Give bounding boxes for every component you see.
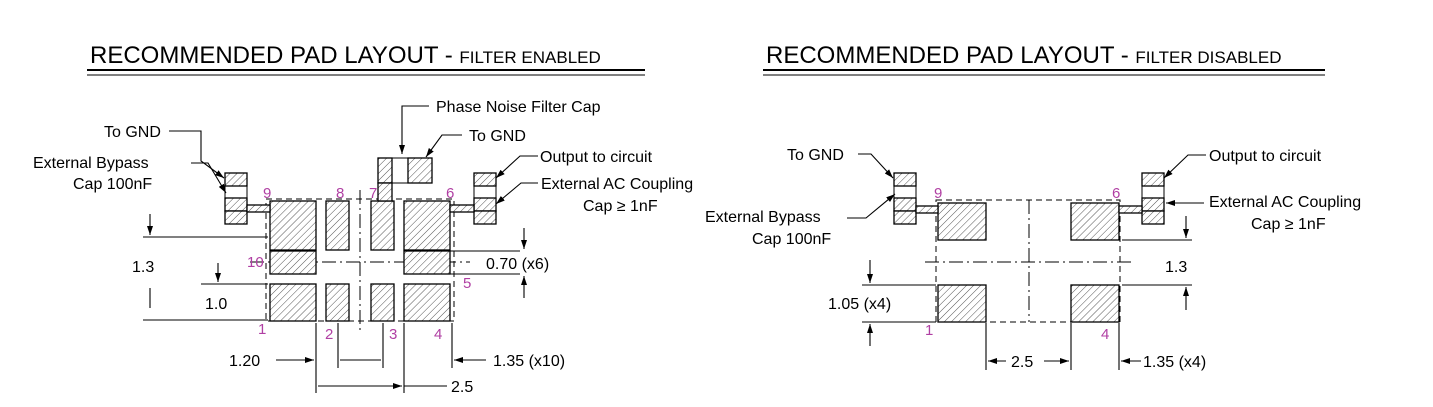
ac-cap-top xyxy=(473,172,497,187)
right-ac-trace xyxy=(1118,205,1143,214)
right-ac-cap-top xyxy=(1141,172,1165,187)
ac-trace xyxy=(449,204,475,213)
dim-1-20: 1.20 xyxy=(229,353,260,370)
pin-5: 5 xyxy=(463,275,471,292)
right-bypass-cap-bot xyxy=(893,210,917,225)
pin-1: 1 xyxy=(258,321,266,338)
pad-9 xyxy=(269,200,317,251)
right-callout-output: Output to circuit xyxy=(1209,148,1322,165)
pin-7: 7 xyxy=(369,185,377,202)
callout-ac-coupling-2: Cap ≥ 1nF xyxy=(583,198,658,215)
pnf-cap-right xyxy=(407,157,433,184)
bypass-cap-mid xyxy=(224,185,248,199)
right-dim-2-5: 2.5 xyxy=(1011,354,1033,371)
right-pin-9: 9 xyxy=(934,185,942,202)
right-bypass-trace xyxy=(915,205,939,214)
callout-ext-bypass-2: Cap 100nF xyxy=(73,176,152,193)
pad-5 xyxy=(403,250,451,275)
right-callout-ac-coupling-2: Cap ≥ 1nF xyxy=(1251,216,1326,233)
dim-1-0: 1.0 xyxy=(205,296,227,313)
pad-3 xyxy=(370,283,395,322)
pnf-cap-mid xyxy=(391,157,409,184)
right-pin-6: 6 xyxy=(1112,185,1120,202)
right-pad-6 xyxy=(1070,202,1120,241)
pnf-cap-left xyxy=(377,157,393,184)
pin-2: 2 xyxy=(325,326,333,343)
right-layout: RECOMMENDED PAD LAYOUT - FILTER DISABLED… xyxy=(705,42,1361,371)
ac-cap-mid2 xyxy=(473,197,497,212)
right-pin-1: 1 xyxy=(925,322,933,339)
pad-4 xyxy=(403,283,451,322)
dim-1-35: 1.35 (x10) xyxy=(493,353,565,370)
pin-6: 6 xyxy=(446,185,454,202)
pin-4: 4 xyxy=(434,326,442,343)
right-callout-ext-bypass-2: Cap 100nF xyxy=(752,231,831,248)
pad-2 xyxy=(325,283,350,322)
right-pad-1 xyxy=(937,284,987,323)
callout-ac-coupling-1: External AC Coupling xyxy=(541,176,693,193)
leader-output xyxy=(495,155,538,179)
right-leader-to-gnd xyxy=(858,153,894,179)
right-bypass-cap-top xyxy=(893,172,917,187)
callout-ext-bypass-1: External Bypass xyxy=(33,155,149,172)
callout-to-gnd-left: To GND xyxy=(104,124,161,141)
callout-output: Output to circuit xyxy=(540,149,653,166)
right-ac-cap-bot xyxy=(1141,210,1165,225)
leader-ac-coupling xyxy=(495,182,538,205)
pad-6 xyxy=(403,200,451,251)
leader-to-gnd-left xyxy=(169,130,225,179)
right-bypass-cap-mid2 xyxy=(893,197,917,212)
pin-9: 9 xyxy=(263,185,271,202)
right-pad-4 xyxy=(1070,284,1120,323)
callout-phase-noise: Phase Noise Filter Cap xyxy=(436,99,601,116)
leader-ext-bypass xyxy=(191,162,227,194)
right-pad-9 xyxy=(937,202,987,241)
right-dim-1-35: 1.35 (x4) xyxy=(1143,354,1206,371)
right-callout-ac-coupling-1: External AC Coupling xyxy=(1209,194,1361,211)
right-dim-1-3: 1.3 xyxy=(1165,259,1187,276)
dim-1-3: 1.3 xyxy=(132,259,154,276)
bypass-cap-top xyxy=(224,172,248,187)
pin-3: 3 xyxy=(389,326,397,343)
right-dim-1-05: 1.05 (x4) xyxy=(828,296,891,313)
left-title: RECOMMENDED PAD LAYOUT - FILTER ENABLED xyxy=(90,42,601,69)
bypass-trace xyxy=(246,204,271,213)
bypass-cap-mid2 xyxy=(224,197,248,212)
ac-cap-mid xyxy=(473,185,497,199)
callout-to-gnd-right: To GND xyxy=(469,128,526,145)
right-leader-ext-bypass xyxy=(847,193,896,219)
pnf-trace xyxy=(377,182,393,202)
right-ac-cap-mid xyxy=(1141,185,1165,199)
right-leader-output xyxy=(1163,154,1206,179)
right-package-outline xyxy=(935,199,1121,323)
pad-10 xyxy=(269,250,317,275)
right-ac-cap-mid2 xyxy=(1141,197,1165,212)
right-callout-to-gnd: To GND xyxy=(787,147,844,164)
leader-to-gnd-right xyxy=(425,134,462,158)
dim-0-70: 0.70 (x6) xyxy=(486,256,549,273)
pad-7 xyxy=(370,200,395,251)
ac-cap-bot xyxy=(473,210,497,225)
right-title: RECOMMENDED PAD LAYOUT - FILTER DISABLED xyxy=(766,42,1282,69)
dim-2-5: 2.5 xyxy=(451,379,473,396)
pin-10: 10 xyxy=(247,254,264,271)
pad-1 xyxy=(269,283,317,322)
right-bypass-cap-mid xyxy=(893,185,917,199)
bypass-cap-bot xyxy=(224,210,248,225)
pin-8: 8 xyxy=(336,185,344,202)
right-pin-4: 4 xyxy=(1101,326,1109,343)
right-callout-ext-bypass-1: External Bypass xyxy=(705,209,821,226)
pad-8 xyxy=(325,200,350,251)
leader-phase-noise xyxy=(399,105,429,154)
left-layout: RECOMMENDED PAD LAYOUT - FILTER ENABLED xyxy=(33,42,693,396)
